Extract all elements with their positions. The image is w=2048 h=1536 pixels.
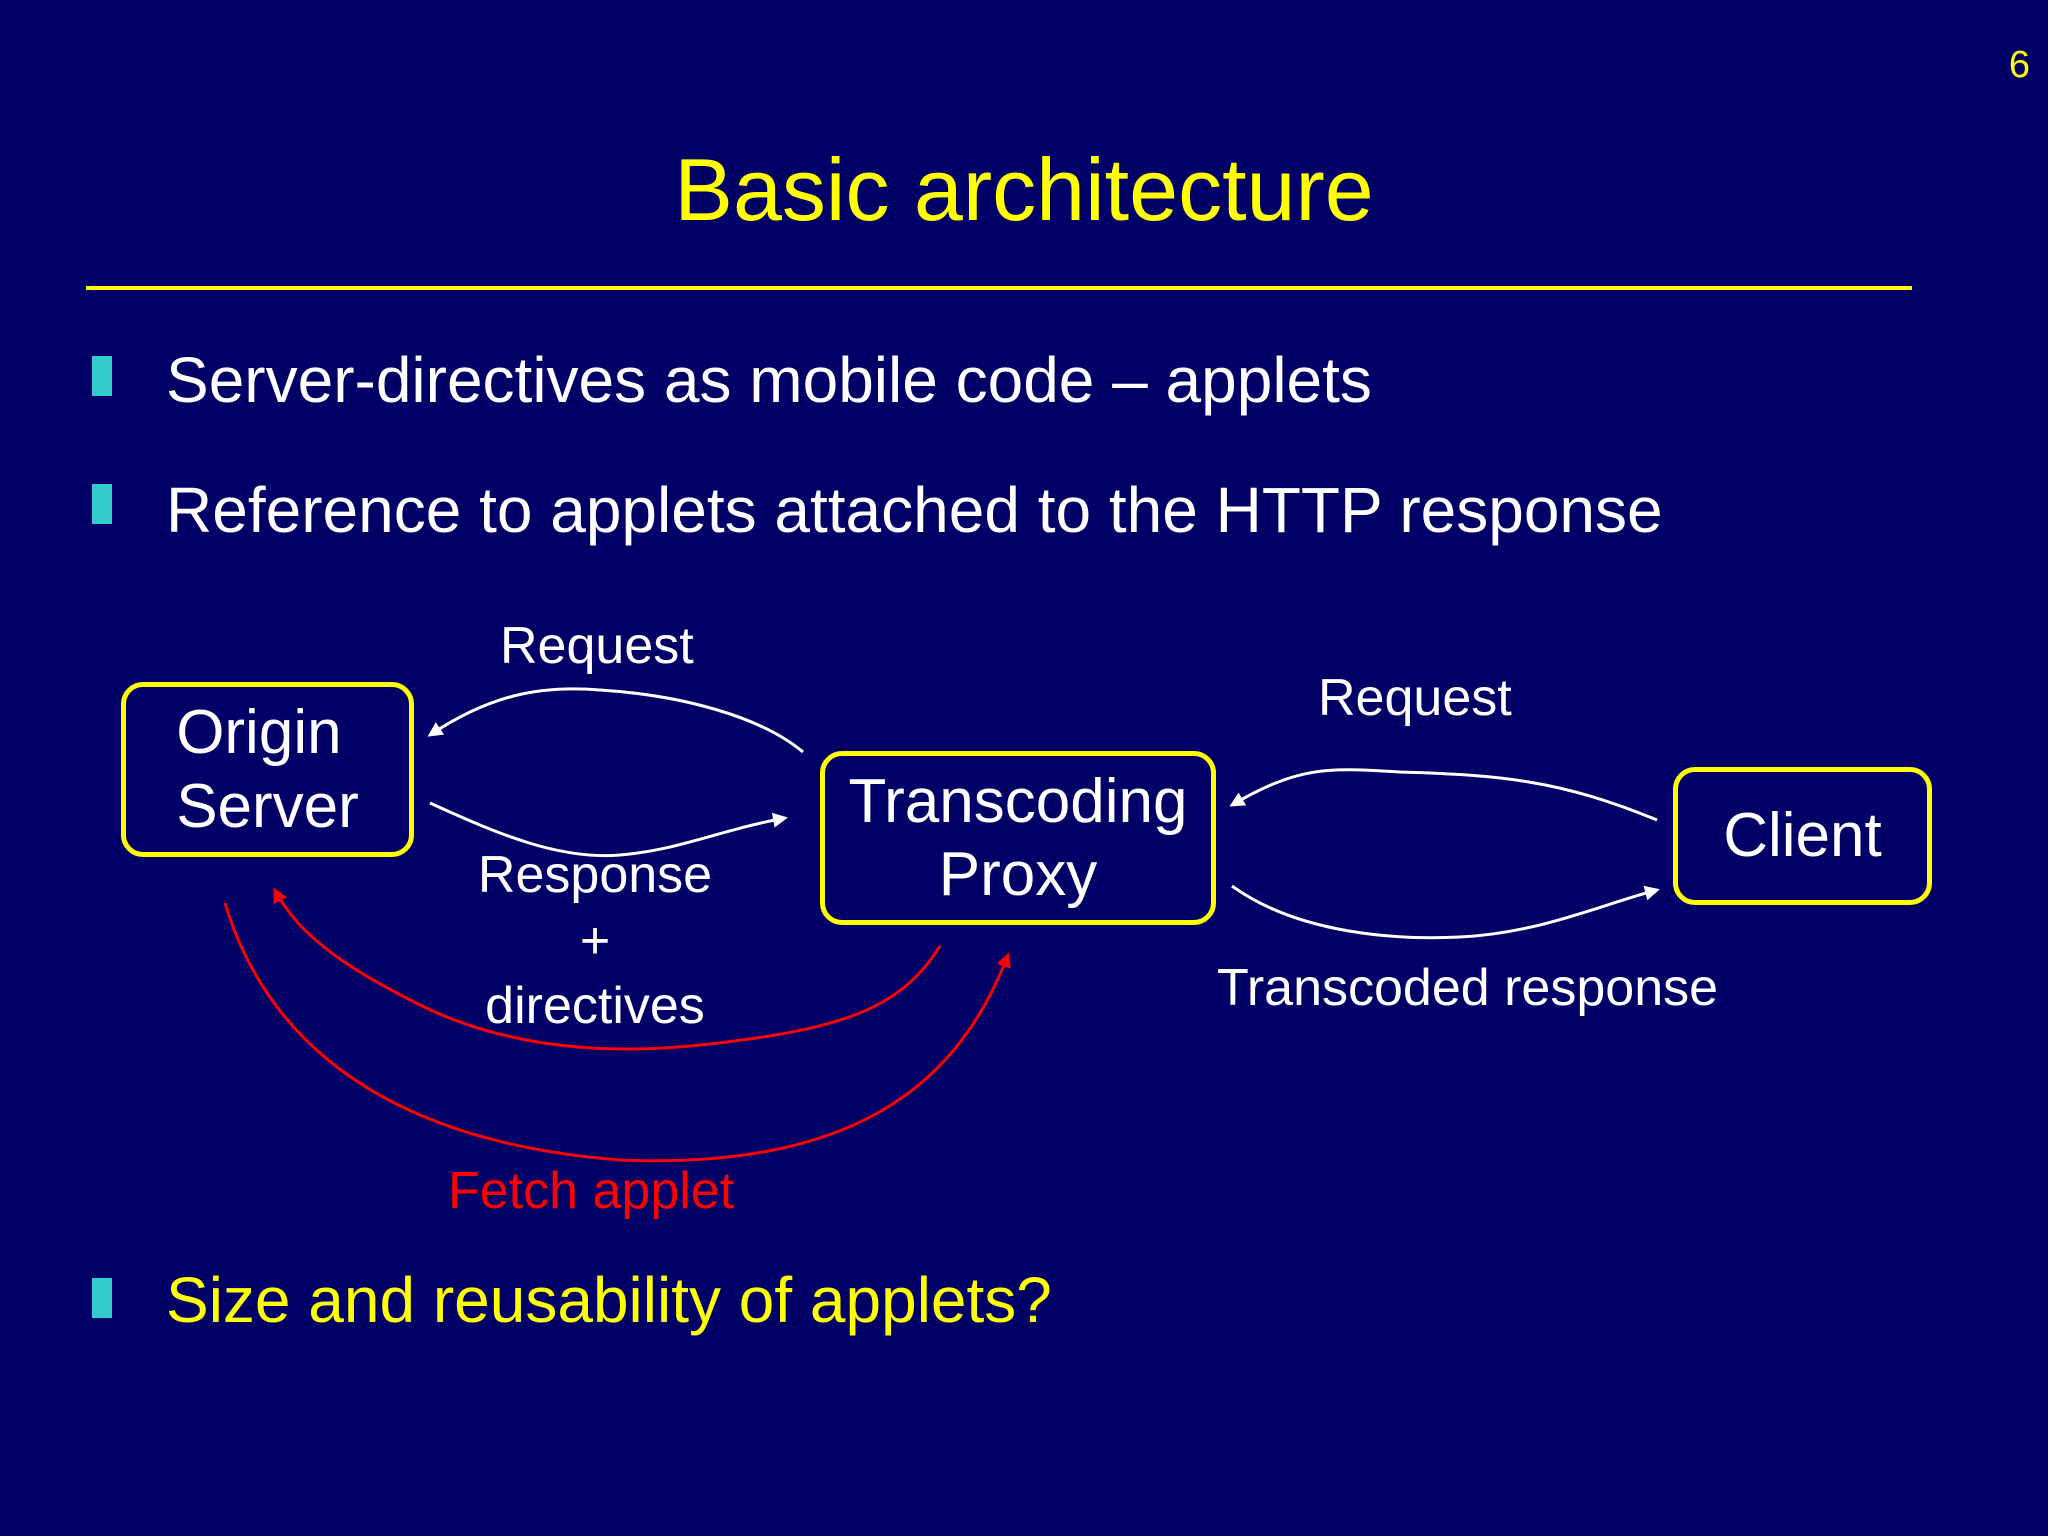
title-divider [86,286,1912,290]
bullet-applet-reference: Reference to applets attached to the HTT… [166,474,1663,546]
client-node: Client [1673,767,1932,905]
label-request-origin: Request [500,617,694,675]
bullet-marker-icon [92,356,112,396]
bullet-server-directives: Server-directives as mobile code – apple… [166,344,1372,416]
origin-server-label: Origin Server [176,698,359,841]
bullet-marker-icon [92,484,112,524]
page-number: 6 [2008,44,2030,86]
label-response-directives: Response + directives [477,846,713,1036]
transcoding-proxy-label: Transcoding Proxy [848,766,1188,909]
label-fetch-applet: Fetch applet [448,1162,735,1220]
arrow-transcoded-response [1231,884,1660,940]
arrow-request-to-proxy [1229,768,1658,822]
label-request-client: Request [1318,669,1512,727]
origin-server-node: Origin Server [121,682,414,857]
arrow-fetch-applet-request [273,887,942,1051]
client-label: Client [1723,801,1882,871]
arrow-fetch-applet-delivery [223,902,1011,1163]
bullet-marker-icon [92,1278,112,1318]
arrow-response-to-proxy [429,801,788,858]
label-transcoded-response: Transcoded response [1217,959,1719,1017]
bullet-size-reusability: Size and reusability of applets? [166,1264,1052,1336]
slide-title: Basic architecture [674,140,1374,239]
transcoding-proxy-node: Transcoding Proxy [820,751,1216,925]
arrow-request-to-origin [427,687,804,754]
